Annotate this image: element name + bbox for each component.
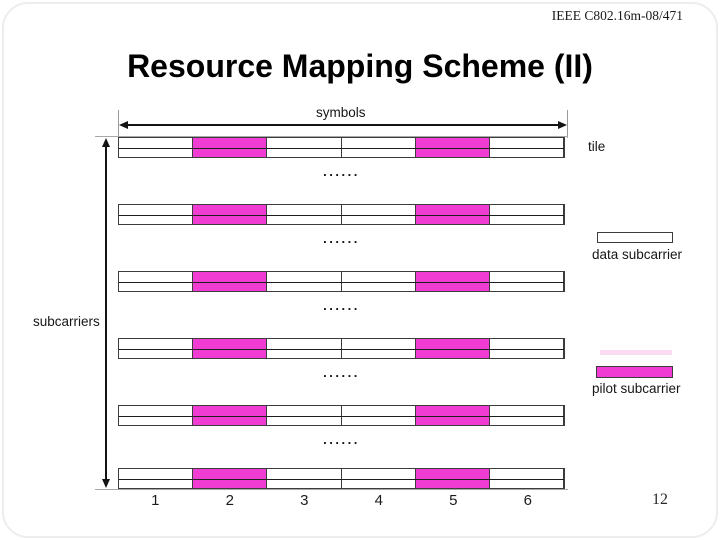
page-title: Resource Mapping Scheme (II) — [127, 48, 593, 84]
tile-row — [118, 271, 565, 292]
tile-row — [118, 204, 565, 225]
symbol-index: 1 — [151, 492, 160, 509]
symbols-label: symbols — [316, 105, 366, 120]
ellipsis-dots: ...... — [323, 231, 360, 246]
subcarriers-arrow — [101, 138, 110, 488]
ellipsis-dots: ...... — [323, 298, 360, 313]
right-tick — [567, 110, 568, 138]
subcarriers-arrow-line — [105, 140, 107, 486]
symbols-arrow — [119, 121, 567, 129]
symbol-index: 3 — [300, 492, 309, 509]
row-midline — [119, 348, 564, 350]
tile-row — [118, 405, 565, 426]
data-subcarrier-label: data subcarrier — [592, 247, 683, 262]
row-midline — [119, 147, 564, 149]
page-number: 12 — [652, 491, 668, 508]
ellipsis-dots: ...... — [323, 432, 360, 447]
tile-label: tile — [588, 139, 606, 154]
row-midline — [119, 415, 564, 417]
row-midline — [119, 478, 564, 480]
bottom-extension-line — [95, 489, 568, 490]
symbol-index: 4 — [374, 492, 383, 509]
pilot-subcarrier-label: pilot subcarrier — [592, 381, 681, 396]
arrowhead-right-icon — [558, 121, 567, 129]
ellipsis-dots: ...... — [323, 164, 360, 179]
ellipsis-dots: ...... — [323, 365, 360, 380]
data-subcarrier-swatch — [597, 232, 673, 243]
symbols-arrow-line — [121, 124, 565, 126]
symbol-index-row: 1 2 3 4 5 6 — [118, 492, 565, 509]
pilot-subcarrier-swatch — [596, 366, 673, 378]
tile-row — [118, 338, 565, 359]
top-extension-line — [95, 136, 568, 137]
left-tick — [118, 110, 119, 138]
symbol-index: 2 — [225, 492, 234, 509]
tile-row — [118, 137, 565, 158]
row-midline — [119, 281, 564, 283]
pilot-swatch-shadow — [600, 350, 672, 355]
arrowhead-up-icon — [101, 138, 110, 147]
subcarriers-label: subcarriers — [33, 314, 100, 329]
symbol-index: 6 — [523, 492, 532, 509]
row-midline — [119, 214, 564, 216]
arrowhead-down-icon — [101, 479, 110, 488]
symbol-index: 5 — [449, 492, 458, 509]
tile-row — [118, 468, 565, 489]
arrowhead-left-icon — [119, 121, 128, 129]
document-id: IEEE C802.16m-08/471 — [551, 8, 683, 23]
